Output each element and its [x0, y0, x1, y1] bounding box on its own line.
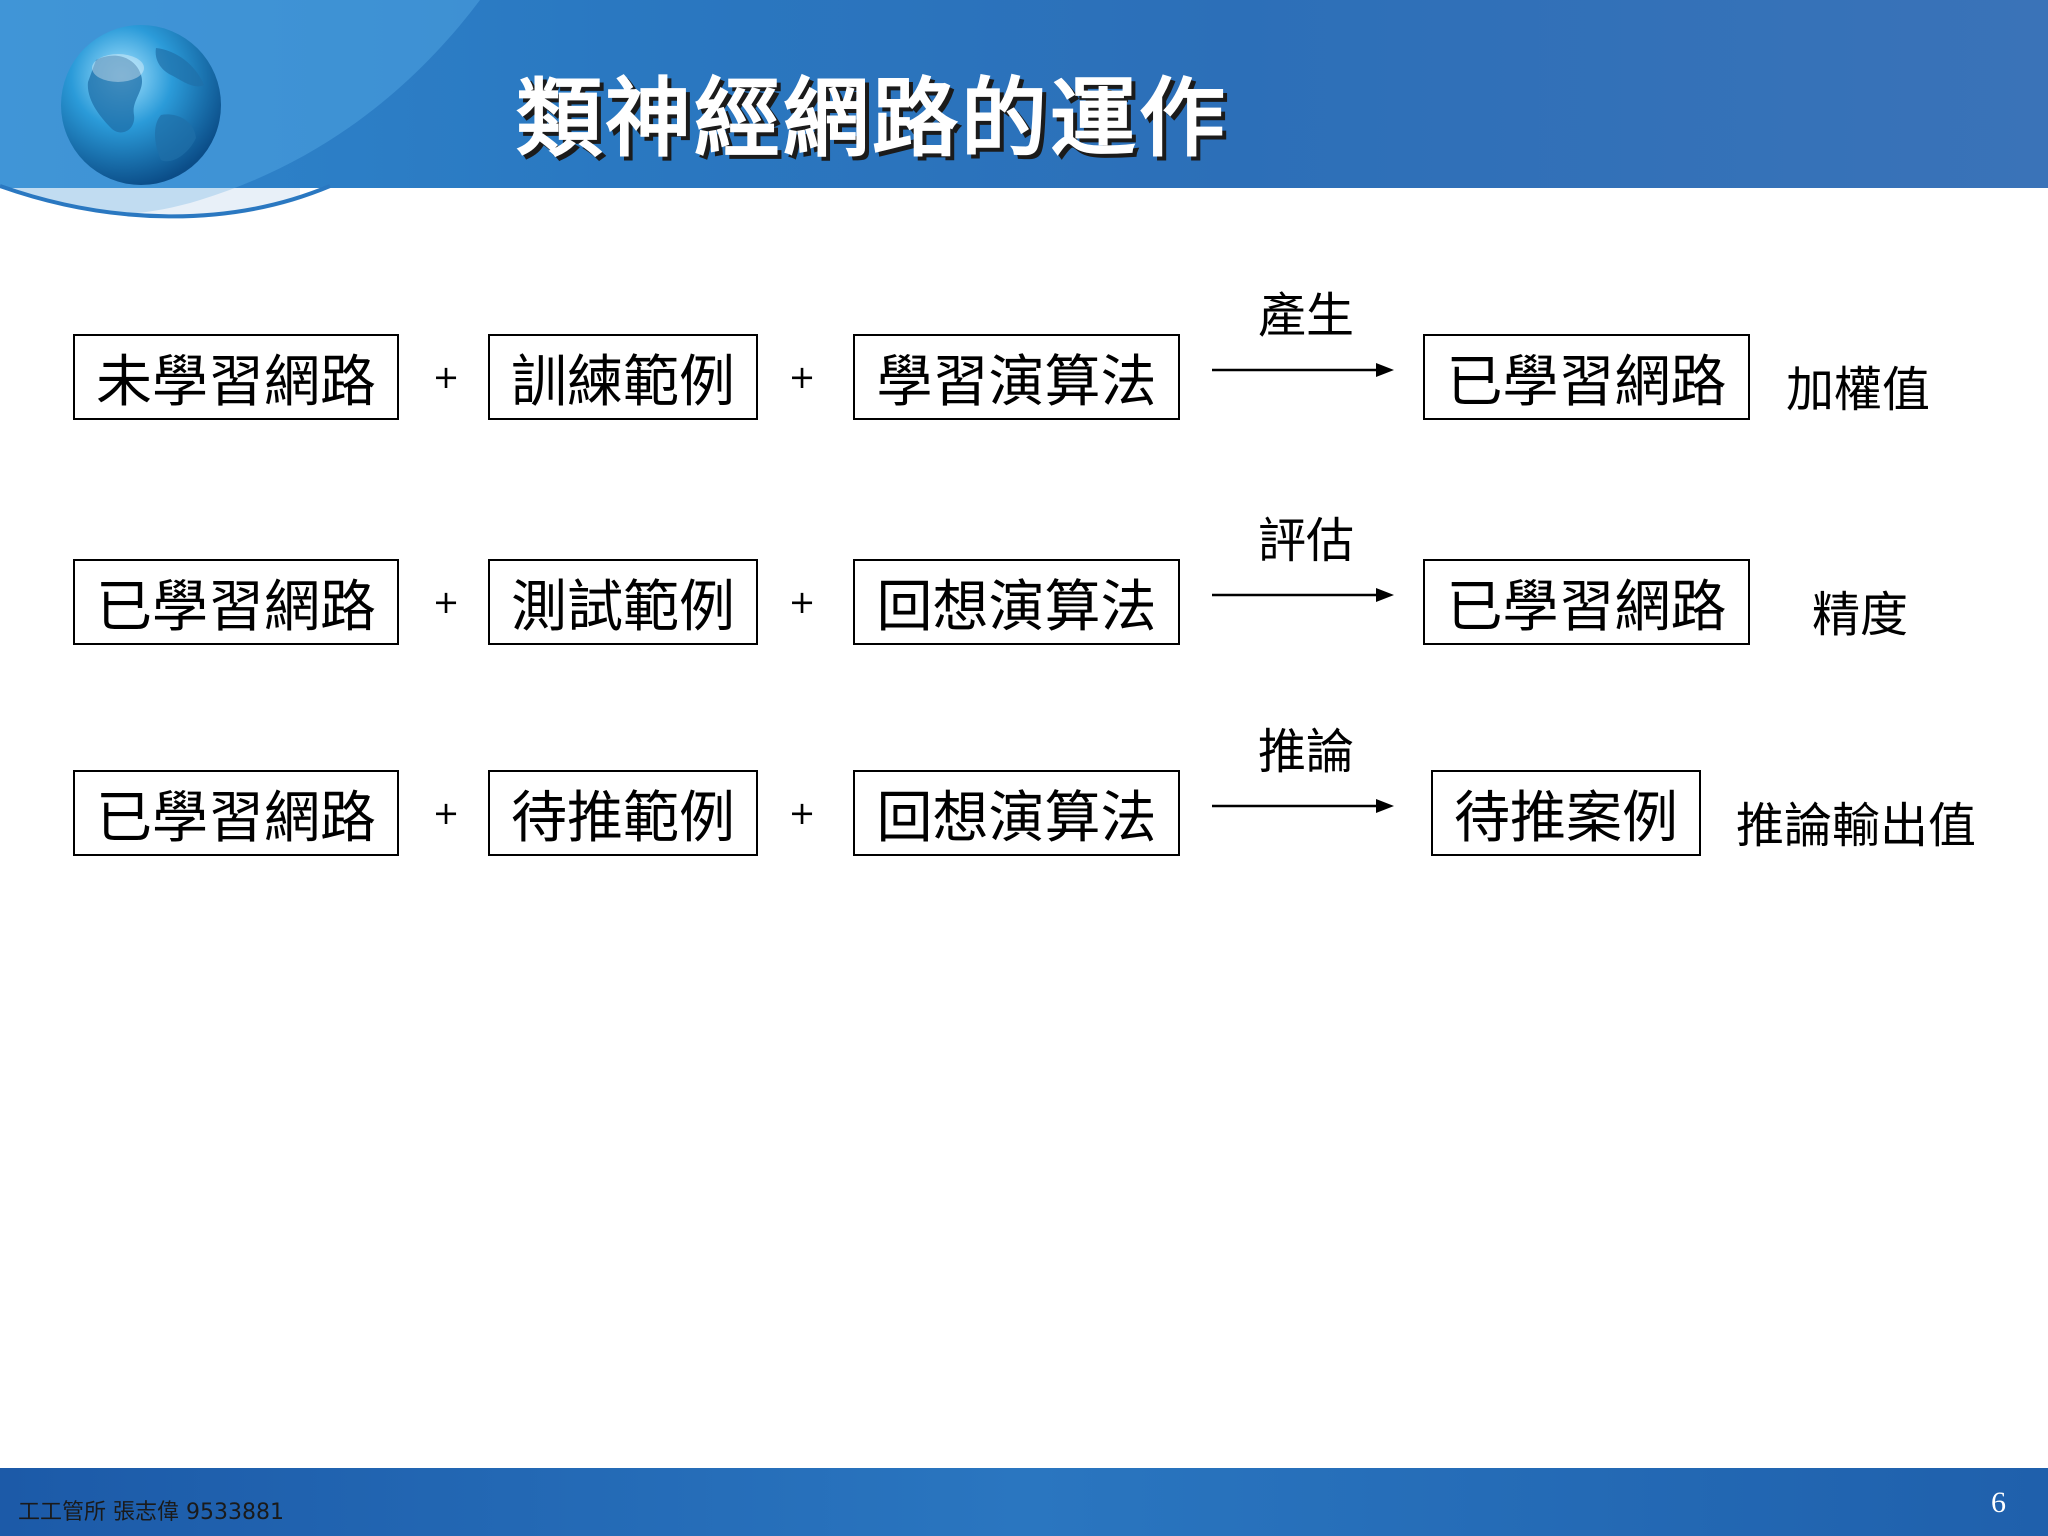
input-box-examples: 待推範例	[488, 770, 758, 856]
plus-operator: +	[788, 794, 816, 832]
arrow-label: 推論	[1257, 724, 1354, 780]
plus-operator: +	[788, 583, 816, 621]
globe-icon	[61, 25, 221, 185]
result-label: 精度	[1812, 587, 1909, 643]
arrow-right-icon	[1212, 363, 1394, 377]
arrow-label: 產生	[1257, 288, 1354, 344]
input-box-algorithm: 回想演算法	[853, 770, 1180, 856]
input-box-algorithm: 學習演算法	[853, 334, 1180, 420]
plus-operator: +	[788, 358, 816, 396]
input-box-network: 已學習網路	[73, 770, 399, 856]
flow-row-inference: 已學習網路 + 待推範例 + 回想演算法 推論 待推案例 推論輸出值	[0, 724, 2048, 868]
output-box: 已學習網路	[1423, 334, 1750, 420]
flow-row-testing: 已學習網路 + 測試範例 + 回想演算法 評估 已學習網路 精度	[0, 513, 2048, 657]
plus-operator: +	[432, 583, 460, 621]
arrow-right-icon	[1212, 799, 1394, 813]
arrow-label: 評估	[1257, 513, 1354, 569]
result-label: 推論輸出值	[1736, 798, 1977, 854]
plus-operator: +	[432, 794, 460, 832]
input-box-algorithm: 回想演算法	[853, 559, 1180, 645]
footer-banner	[0, 1468, 2048, 1536]
flow-row-training: 未學習網路 + 訓練範例 + 學習演算法 產生 已學習網路 加權值	[0, 288, 2048, 432]
result-label: 加權值	[1786, 362, 1931, 418]
footer-author-text: 工工管所 張志偉 9533881	[18, 1500, 284, 1525]
input-box-network: 未學習網路	[73, 334, 399, 420]
output-box: 已學習網路	[1423, 559, 1750, 645]
input-box-examples: 測試範例	[488, 559, 758, 645]
input-box-examples: 訓練範例	[488, 334, 758, 420]
page-number: 6	[1991, 1486, 2006, 1519]
input-box-network: 已學習網路	[73, 559, 399, 645]
plus-operator: +	[432, 358, 460, 396]
arrow-right-icon	[1212, 588, 1394, 602]
slide-title: 類神經網路的運作	[516, 69, 1228, 169]
output-box: 待推案例	[1431, 770, 1701, 856]
